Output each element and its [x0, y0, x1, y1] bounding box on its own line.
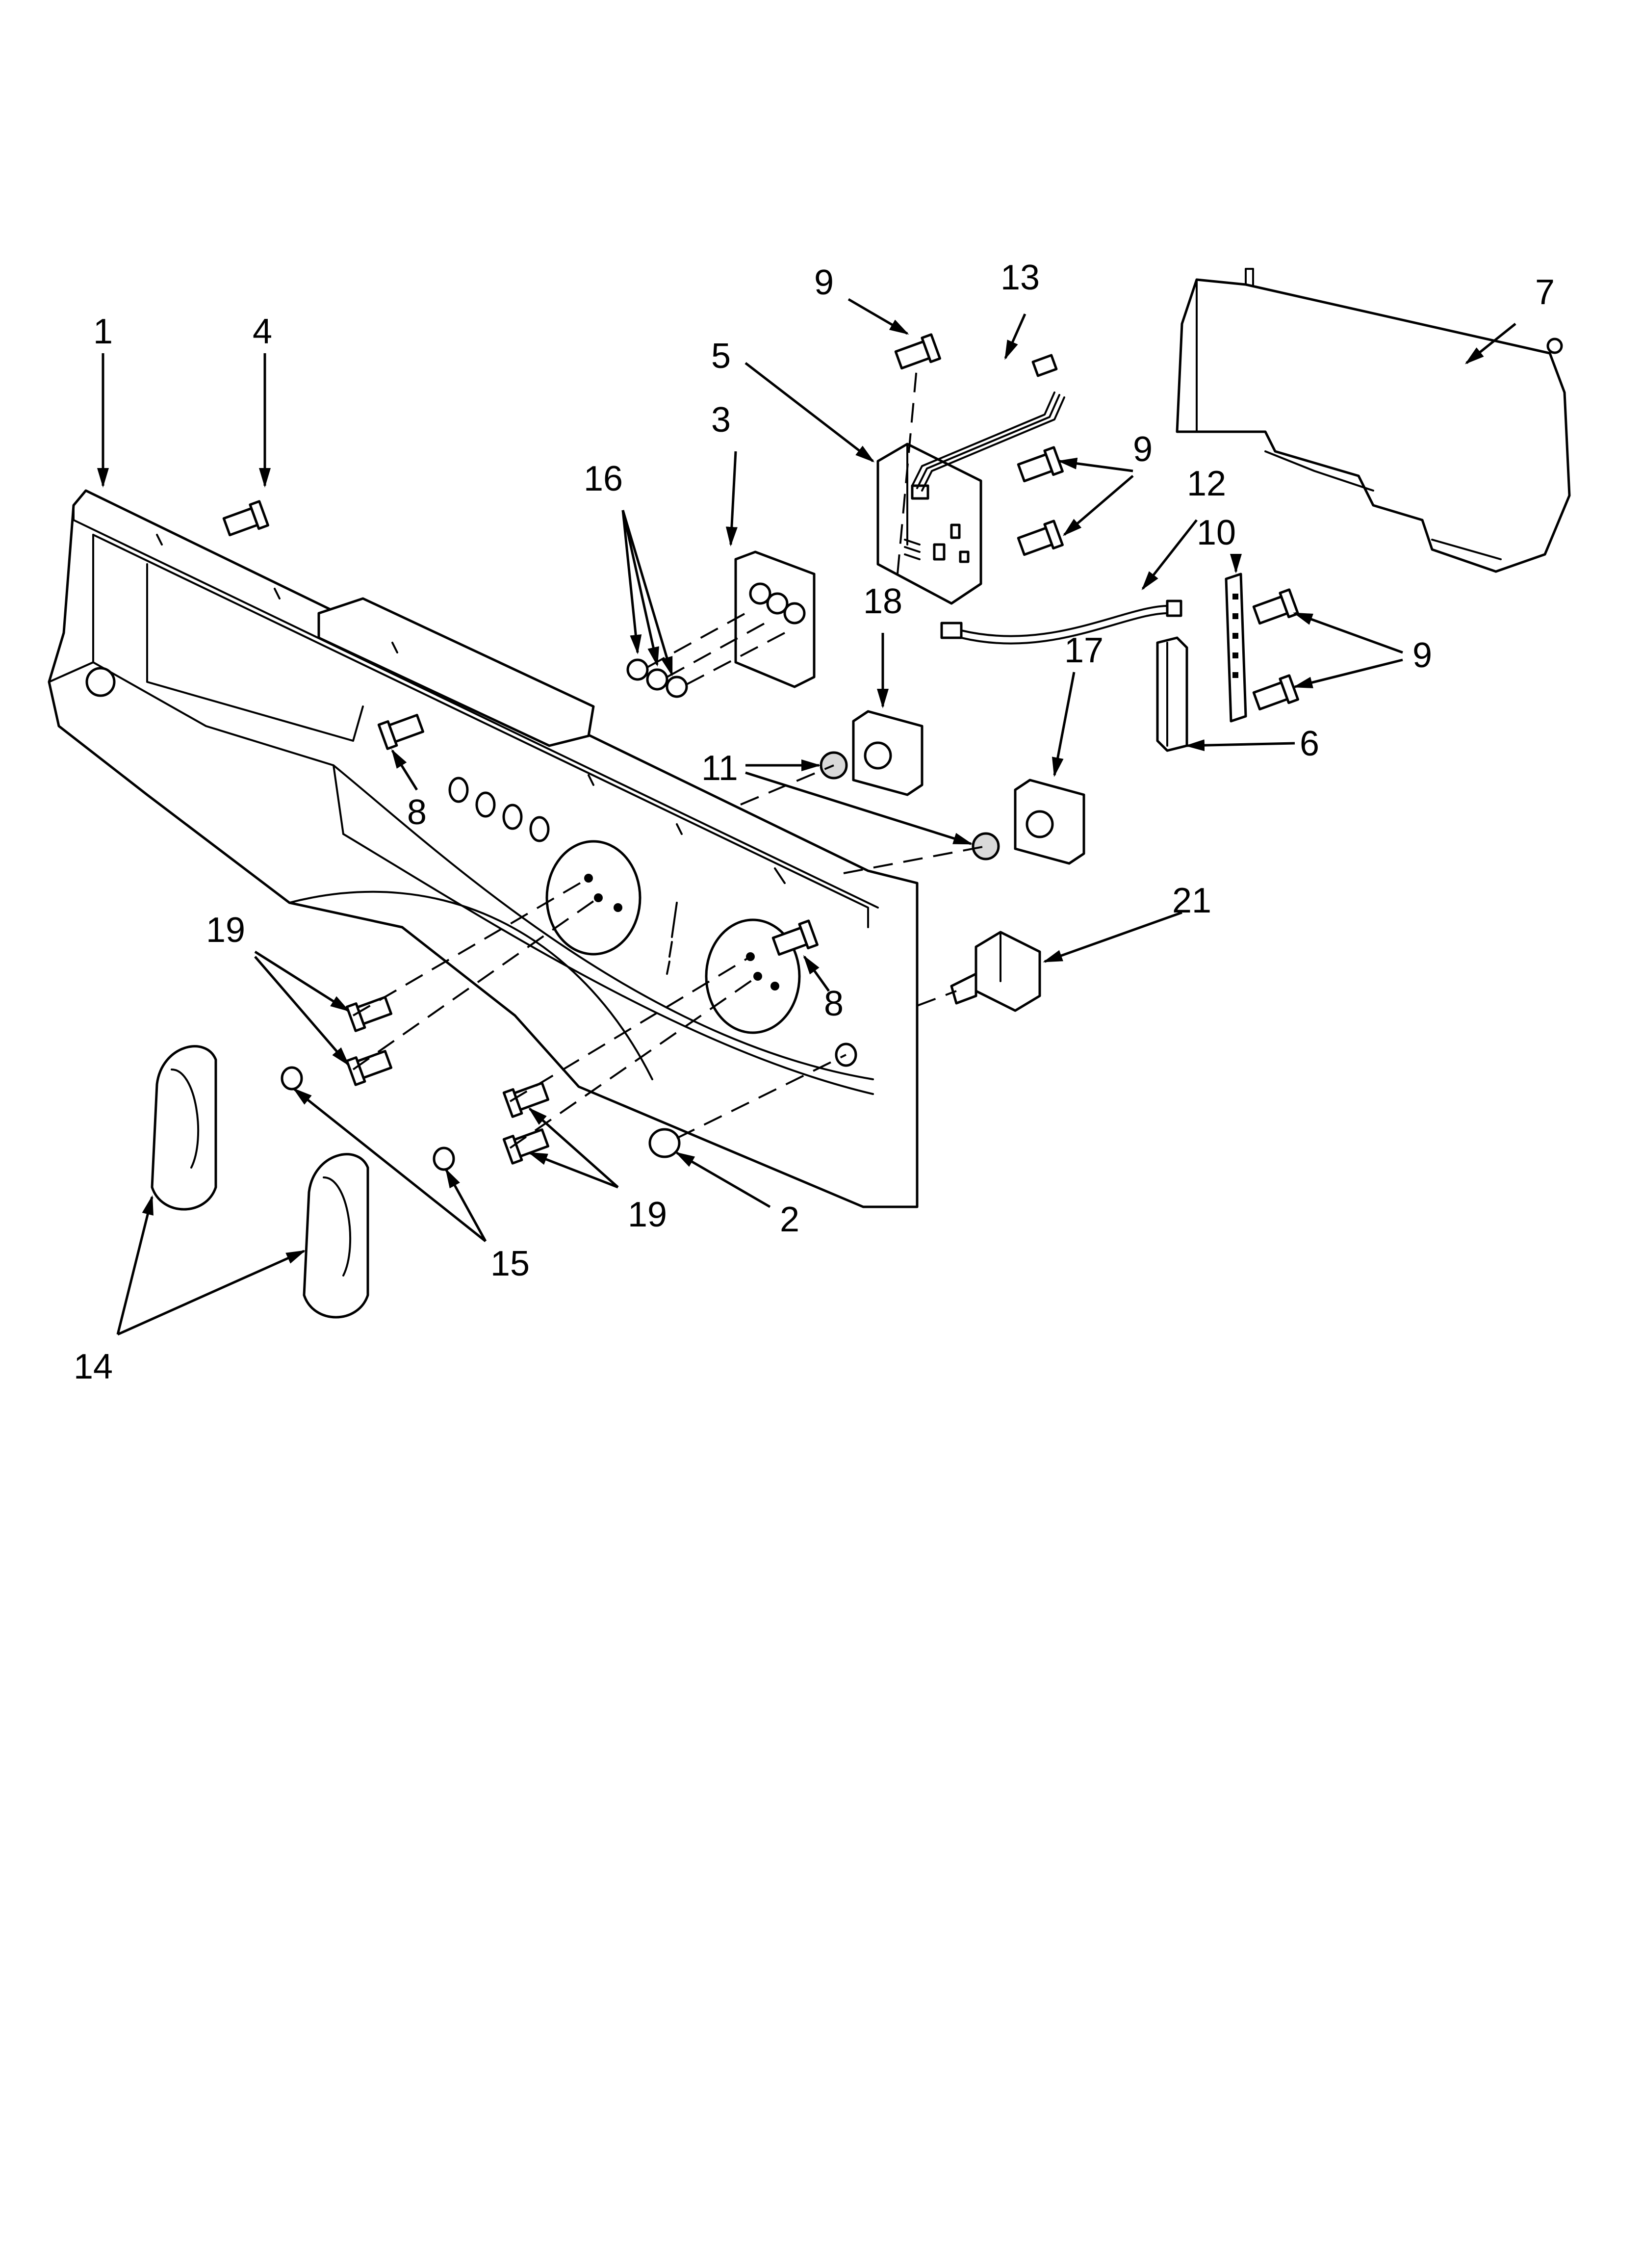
callout-2: 2 [780, 1200, 799, 1239]
callout-13: 13 [1001, 258, 1040, 297]
button-bezel-part [734, 550, 816, 688]
switch-17-part [1014, 779, 1085, 865]
callout-5: 5 [711, 337, 731, 376]
callout-6: 6 [1300, 724, 1319, 763]
callout-21: 21 [1172, 881, 1211, 920]
push-button-part [648, 1128, 681, 1158]
callout-19b: 19 [628, 1195, 667, 1234]
callout-15: 15 [490, 1244, 530, 1283]
callout-7: 7 [1535, 273, 1555, 312]
callout-11: 11 [701, 749, 738, 788]
knob-insert-part [433, 1147, 455, 1171]
callout-8a: 8 [407, 793, 427, 832]
control-knobs [151, 1045, 369, 1319]
callout-18: 18 [863, 582, 902, 621]
callout-9a: 9 [814, 263, 834, 302]
callout-8b: 8 [824, 984, 844, 1023]
callout-labels: 1 2 3 4 5 6 7 8 8 9 9 9 10 11 12 13 14 1… [74, 258, 1555, 1386]
led-board-part [1225, 573, 1247, 723]
control-board-part [876, 354, 1065, 605]
callout-14: 14 [74, 1347, 113, 1386]
callout-9c: 9 [1412, 636, 1432, 675]
leader-lines [97, 298, 1516, 1336]
callout-1: 1 [93, 312, 113, 351]
power-switch-part [950, 931, 1041, 1012]
screws [222, 333, 1299, 1165]
wire-harness-part [940, 600, 1182, 645]
callout-4: 4 [253, 312, 272, 351]
callout-19a: 19 [206, 911, 245, 950]
led-bracket-part [1156, 636, 1188, 752]
knob-insert-part [281, 1066, 303, 1091]
push-buttons-part [626, 658, 688, 698]
callout-9b: 9 [1133, 430, 1153, 469]
callout-10: 10 [1197, 513, 1236, 552]
callout-12: 12 [1187, 464, 1226, 503]
switch-18-part [852, 710, 924, 796]
callout-17: 17 [1064, 631, 1103, 670]
grommet-part [972, 832, 1000, 860]
callout-16: 16 [584, 459, 623, 498]
callout-3: 3 [711, 400, 731, 440]
